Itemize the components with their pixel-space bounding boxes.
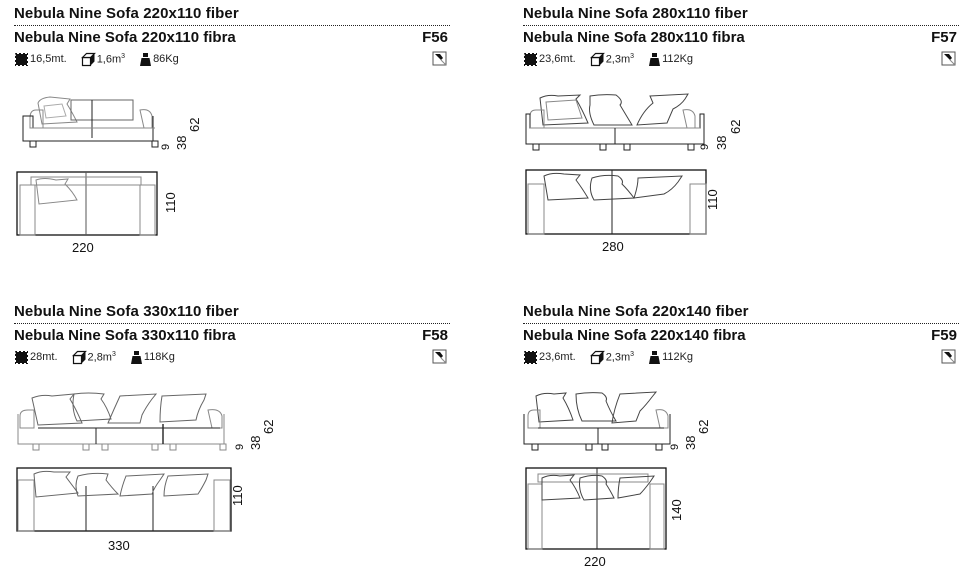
volume-spec: 2,3m3	[589, 52, 635, 67]
leg-height-label: 9	[160, 144, 172, 150]
plan-view	[16, 467, 232, 532]
volume-spec: 1,6m3	[80, 52, 126, 67]
product-title-it: Nebula Nine Sofa 280x110 fibra	[523, 28, 745, 46]
volume-value: 2,3m3	[605, 350, 635, 364]
total-height-label: 62	[696, 420, 711, 434]
total-height-label: 62	[187, 118, 202, 132]
volume-value: 2,3m3	[605, 52, 635, 66]
product-title-it: Nebula Nine Sofa 330x110 fibra	[14, 326, 236, 344]
volume-spec: 2,8m3	[71, 350, 116, 365]
weight-value: 112Kg	[662, 351, 694, 363]
fabric-swatch-icon	[15, 351, 28, 364]
weight-spec: 118Kg	[130, 350, 175, 365]
weight-icon	[649, 350, 661, 364]
box-volume-icon	[71, 350, 87, 364]
sofa-drawing-f56: 9 38 62 110 220	[16, 96, 202, 255]
plan-view	[16, 171, 158, 236]
volume-value: 1,6m3	[96, 52, 126, 66]
product-code: F56	[422, 28, 448, 46]
seat-height-label: 38	[174, 136, 189, 150]
plan-view	[525, 169, 707, 235]
fabric-meters: 23,6mt.	[539, 53, 576, 65]
fabric-meters: 28mt.	[30, 351, 58, 363]
front-view	[525, 93, 705, 151]
product-card-f59: Nebula Nine Sofa 220x140 fiber Nebula Ni…	[523, 302, 959, 368]
product-code: F57	[931, 28, 957, 46]
seat-height-label: 38	[714, 136, 729, 150]
fabric-swatch-icon	[524, 351, 537, 364]
product-card-f56: Nebula Nine Sofa 220x110 fiber Nebula Ni…	[14, 4, 450, 70]
depth-label: 110	[230, 485, 245, 506]
width-label: 220	[72, 240, 94, 255]
box-volume-icon	[80, 52, 96, 66]
total-height-label: 62	[261, 420, 276, 434]
weight-value: 118Kg	[143, 351, 175, 363]
weight-value: 112Kg	[662, 53, 694, 65]
product-title-en: Nebula Nine Sofa 330x110 fiber	[14, 303, 239, 320]
sofa-drawing-f59: 9 38 62 140 220	[523, 391, 711, 569]
fabric-corner-icon	[432, 349, 447, 364]
box-volume-icon	[589, 350, 605, 364]
fabric-spec: 16,5mt.	[14, 52, 67, 66]
weight-spec: 112Kg	[648, 52, 693, 67]
weight-icon	[140, 52, 152, 66]
fabric-spec: 23,6mt.	[523, 52, 576, 66]
fabric-corner-icon	[941, 51, 956, 66]
dotted-divider	[523, 25, 959, 26]
depth-label: 110	[163, 192, 178, 213]
product-code: F59	[931, 326, 957, 344]
fabric-spec: 23,6mt.	[523, 350, 576, 364]
weight-value: 86Kg	[153, 53, 179, 65]
seat-height-label: 38	[248, 436, 263, 450]
weight-icon	[649, 52, 661, 66]
fabric-corner-icon	[941, 349, 956, 364]
product-card-f58: Nebula Nine Sofa 330x110 fiber Nebula Ni…	[14, 302, 450, 368]
width-label: 280	[602, 239, 624, 254]
seat-height-label: 38	[683, 436, 698, 450]
sofa-drawing-f57: 9 38 62 110 280	[525, 93, 743, 254]
leg-height-label: 9	[699, 144, 711, 150]
dotted-divider	[14, 323, 450, 324]
front-view	[22, 96, 159, 148]
front-view	[17, 392, 227, 451]
weight-icon	[130, 350, 142, 364]
plan-view	[525, 467, 667, 550]
weight-spec: 112Kg	[648, 350, 693, 365]
depth-label: 110	[705, 189, 720, 210]
leg-height-label: 9	[234, 444, 246, 450]
product-title-it: Nebula Nine Sofa 220x110 fibra	[14, 28, 236, 46]
fabric-spec: 28mt.	[14, 350, 58, 364]
box-volume-icon	[589, 52, 605, 66]
product-code: F58	[422, 326, 448, 344]
volume-spec: 2,3m3	[589, 350, 635, 365]
fabric-meters: 16,5mt.	[30, 53, 67, 65]
dotted-divider	[523, 323, 959, 324]
front-view	[523, 391, 671, 451]
weight-spec: 86Kg	[139, 52, 179, 67]
product-title-en: Nebula Nine Sofa 220x110 fiber	[14, 5, 239, 22]
product-title-en: Nebula Nine Sofa 280x110 fiber	[523, 5, 748, 22]
fabric-corner-icon	[432, 51, 447, 66]
width-label: 330	[108, 538, 130, 553]
product-title-it: Nebula Nine Sofa 220x140 fibra	[523, 326, 746, 344]
sofa-drawing-f58: 9 38 62 110 330	[16, 392, 276, 553]
fabric-swatch-icon	[15, 53, 28, 66]
fabric-swatch-icon	[524, 53, 537, 66]
product-title-en: Nebula Nine Sofa 220x140 fiber	[523, 303, 749, 320]
dotted-divider	[14, 25, 450, 26]
leg-height-label: 9	[669, 444, 681, 450]
width-label: 220	[584, 554, 606, 569]
volume-value: 2,8m3	[87, 350, 116, 364]
total-height-label: 62	[728, 120, 743, 134]
product-card-f57: Nebula Nine Sofa 280x110 fiber Nebula Ni…	[523, 4, 959, 70]
depth-label: 140	[669, 499, 684, 521]
fabric-meters: 23,6mt.	[539, 351, 576, 363]
